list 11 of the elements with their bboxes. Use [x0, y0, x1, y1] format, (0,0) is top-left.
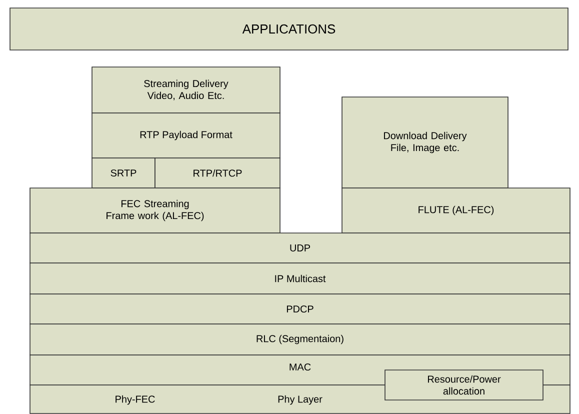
title-band: APPLICATIONS	[10, 8, 568, 50]
layer-band: PDCP	[30, 294, 570, 324]
layer-box: SRTP	[92, 158, 156, 188]
layer-band: RLC (Segmentaion)	[30, 324, 570, 356]
layer-box: Streaming Delivery Video, Audio Etc.	[92, 66, 280, 114]
layer-box: FLUTE (AL-FEC)	[342, 188, 570, 234]
layer-band: IP Multicast	[30, 262, 570, 294]
layer-band: UDP	[30, 232, 570, 264]
resource-box: Resource/Power allocation	[384, 370, 544, 400]
layer-box: Download Delivery File, Image etc.	[342, 96, 508, 188]
layer-box: RTP/RTCP	[154, 158, 280, 188]
